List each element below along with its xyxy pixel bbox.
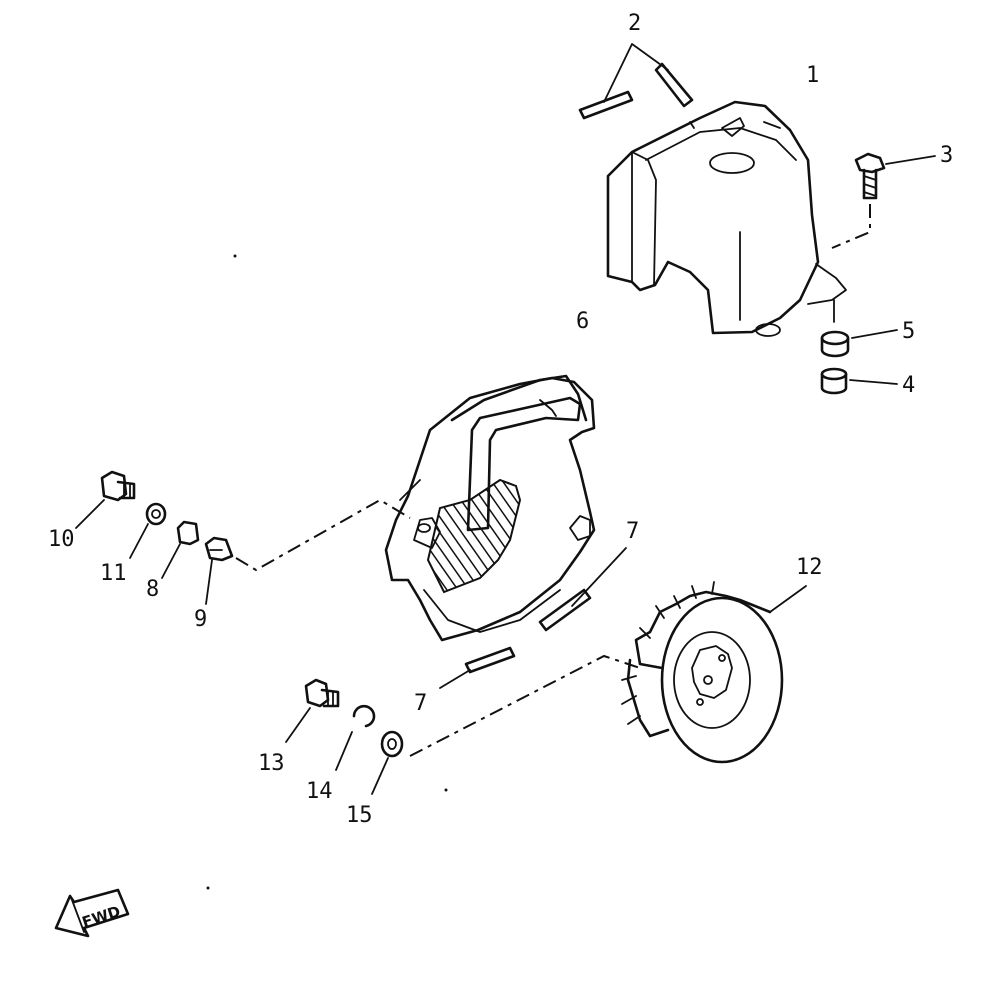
label-7-lower: 7	[414, 691, 427, 716]
label-9: 9	[194, 607, 207, 632]
label-5: 5	[902, 319, 915, 344]
fwd-arrow-icon: FWD	[54, 888, 130, 938]
label-13: 13	[258, 751, 285, 776]
label-11: 11	[100, 561, 127, 586]
part-2-strips	[578, 43, 694, 120]
label-3: 3	[940, 143, 953, 168]
label-7-upper: 7	[626, 519, 639, 544]
part-7-strips	[439, 547, 627, 689]
part-14-lock-washer	[335, 704, 376, 771]
part-15-washer	[371, 730, 404, 795]
part-1-top-cover	[606, 100, 847, 337]
part-labels: 2 1 3 5 4 6 7 7 10 11 8 9 12 13 14 15	[48, 11, 953, 828]
label-15: 15	[346, 803, 373, 828]
part-11-washer	[129, 502, 167, 559]
label-1: 1	[806, 63, 819, 88]
label-14: 14	[306, 779, 333, 804]
part-4-collar	[820, 367, 898, 395]
label-10: 10	[48, 527, 75, 552]
part-5-grommet	[820, 299, 898, 358]
scan-dots	[206, 254, 448, 890]
part-13-bolt	[285, 678, 340, 743]
part-12-flywheel	[409, 581, 807, 764]
part-6-fan-housing	[384, 374, 596, 642]
part-9-grommet	[204, 498, 411, 605]
label-4: 4	[902, 373, 915, 398]
part-3-screw	[831, 152, 936, 249]
label-2: 2	[628, 11, 641, 36]
label-12: 12	[796, 555, 823, 580]
label-8: 8	[146, 577, 159, 602]
label-6: 6	[576, 309, 589, 334]
part-10-bolt	[75, 470, 136, 529]
part-8-collar	[161, 520, 200, 579]
